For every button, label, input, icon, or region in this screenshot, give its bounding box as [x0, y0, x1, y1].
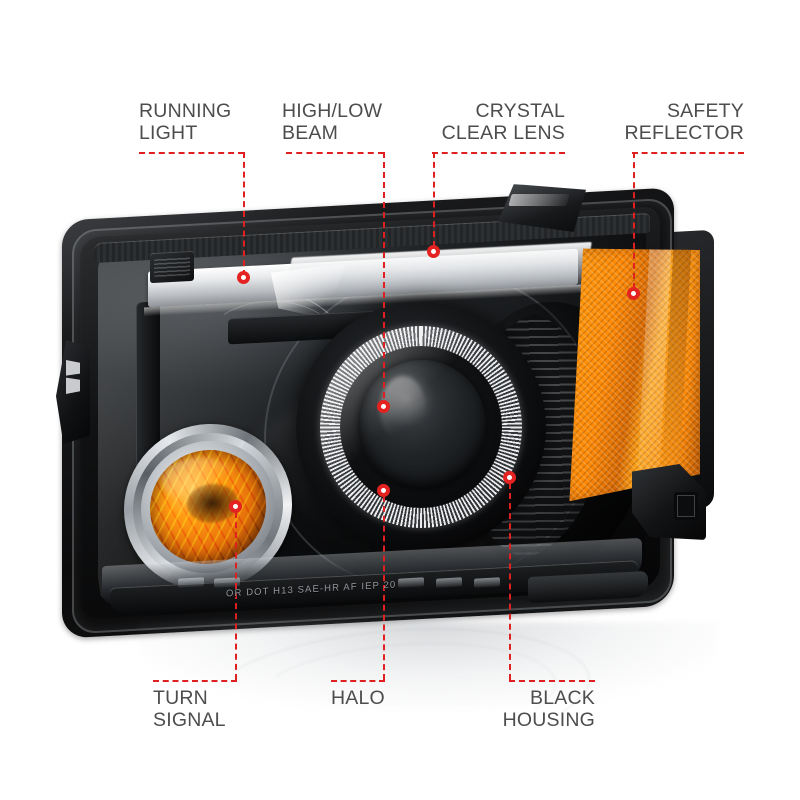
leader-v-black-housing: [509, 483, 511, 680]
callout-label-safety-reflector: SAFETY REFLECTOR: [624, 100, 744, 144]
marker-dot-black-housing: [503, 471, 516, 484]
turn-signal-amber-lens: [150, 447, 266, 567]
callout-label-crystal-clear-lens: CRYSTAL CLEAR LENS: [441, 100, 565, 144]
callout-label-high-low-beam: HIGH/LOW BEAM: [282, 100, 383, 144]
callout-label-running-light: RUNNING LIGHT: [139, 100, 232, 144]
marker-dot-high-low-beam: [377, 400, 390, 413]
marker-dot-safety-reflector: [627, 287, 640, 300]
callout-label-halo: HALO: [331, 687, 385, 709]
leader-h-running-light: [139, 152, 244, 154]
leader-v-high-low-beam: [383, 152, 385, 398]
top-mounting-tab-highlight: [508, 194, 570, 206]
right-mounting-bracket-hole: [674, 492, 698, 520]
leader-h-black-housing: [509, 680, 595, 682]
leader-v-running-light: [243, 152, 245, 276]
safety-reflector: [564, 242, 700, 501]
leader-v-safety-reflector: [633, 152, 635, 289]
leader-v-crystal-clear-lens: [433, 152, 435, 247]
leader-h-high-low-beam: [286, 152, 384, 154]
marker-dot-turn-signal: [229, 500, 242, 513]
marker-dot-crystal-clear-lens: [427, 245, 440, 258]
lower-lip-notch: [436, 577, 462, 588]
lower-lip-notch: [398, 577, 424, 588]
lower-lip-notch: [178, 577, 204, 588]
marker-dot-running-light: [237, 271, 250, 284]
leader-v-halo: [383, 496, 385, 680]
lower-lip-notch: [474, 577, 500, 588]
high-low-beam-projector-lens: [358, 360, 486, 490]
leader-h-crystal-clear-lens: [432, 152, 565, 154]
callout-label-black-housing: BLACK HOUSING: [502, 687, 595, 731]
callout-label-turn-signal: TURN SIGNAL: [153, 687, 226, 731]
molded-marking-block: [154, 257, 190, 277]
headlight-assembly-image: OR DOT H13 SAE-HR AF IEP 20: [56, 184, 730, 766]
leader-h-safety-reflector: [632, 152, 744, 154]
leader-h-turn-signal: [153, 680, 237, 682]
leader-v-turn-signal: [235, 512, 237, 680]
marker-dot-halo: [377, 484, 390, 497]
leader-h-halo: [331, 680, 385, 682]
